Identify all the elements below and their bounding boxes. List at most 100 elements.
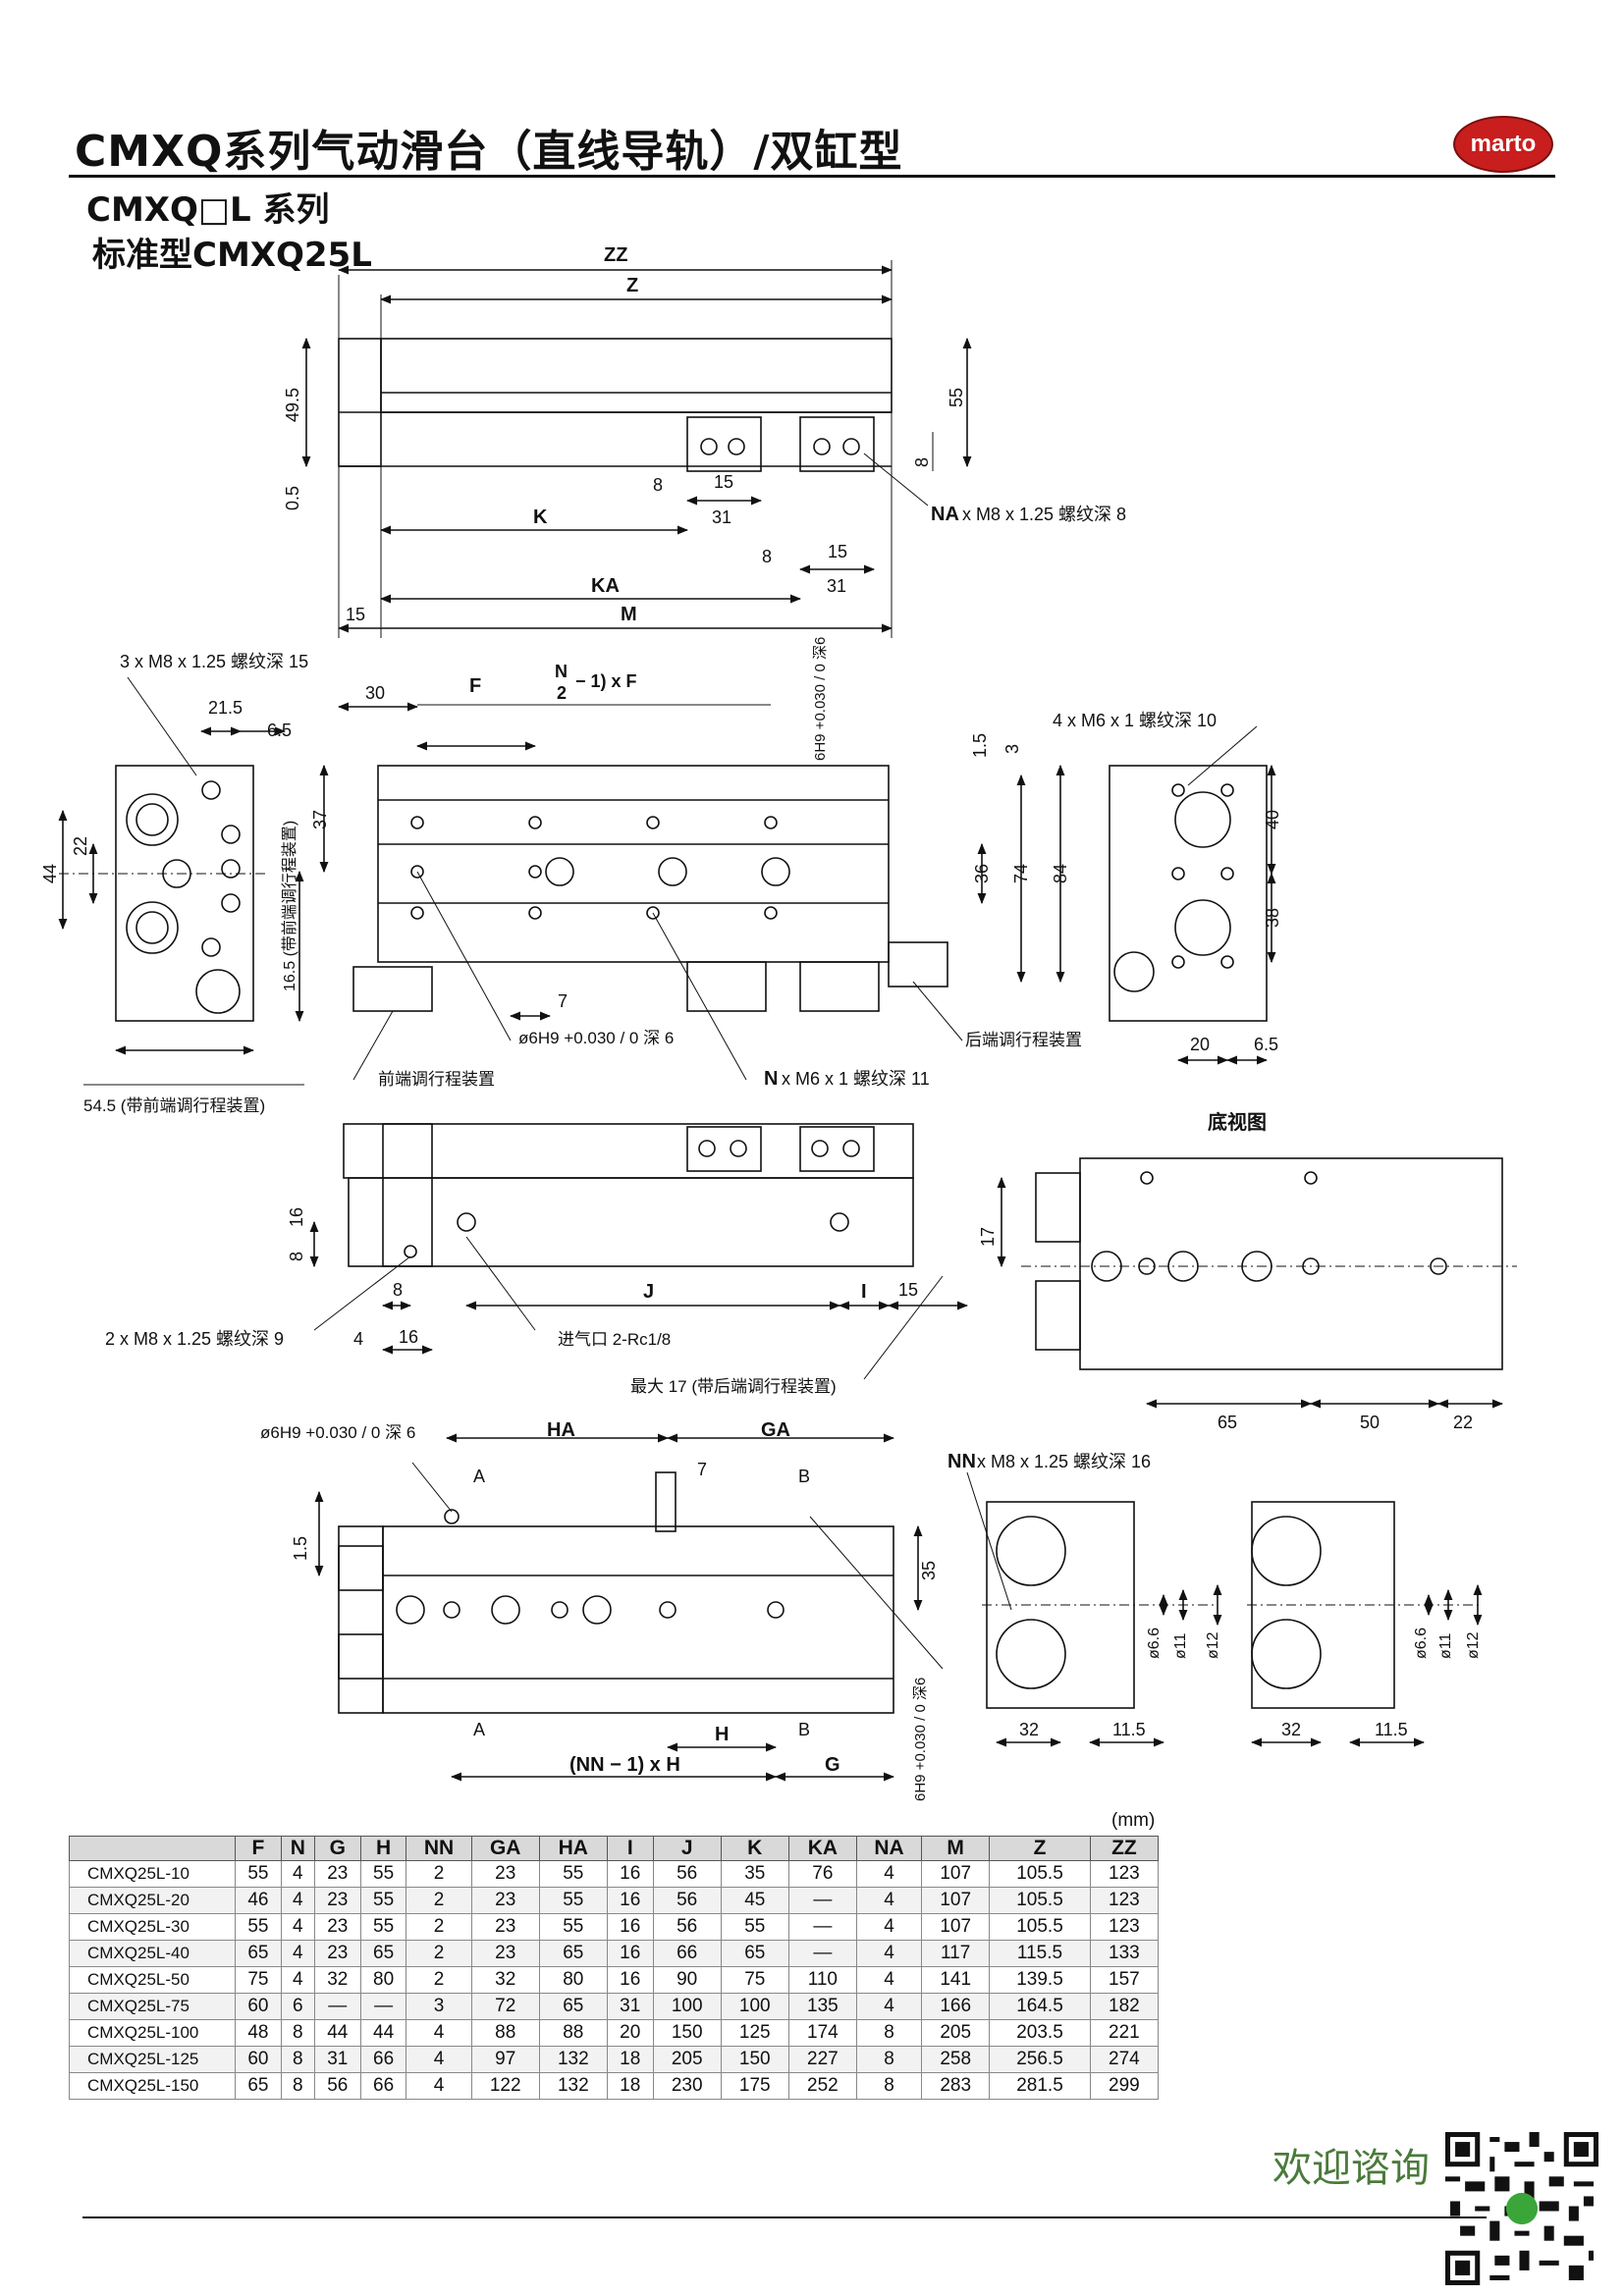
table-cell: 4 [855,1993,923,2020]
dim-12b: ø12 [1465,1631,1482,1659]
table-cell: 4 [855,1860,923,1888]
dim-17: 17 [978,1227,998,1247]
section-b-bottom: B [798,1720,810,1739]
dim-8e: 8 [393,1280,403,1300]
table-cell: 60 [235,1993,282,2020]
qr-code-icon [1445,2132,1598,2285]
table-cell: 97 [470,2046,540,2073]
unit-label: (mm) [1111,1810,1156,1831]
technical-drawing: ZZ Z K KA M NA F N 2 − 1) x F N J I HA G… [40,244,1517,1801]
table-cell: 281.5 [989,2072,1091,2100]
dim-n-frac-n: N [555,662,568,681]
table-cell: 23 [470,1940,540,1967]
table-cell: 88 [538,2019,608,2047]
h9-side-note: 6H9 +0.030 / 0 深6 [912,1678,929,1801]
dim-22: 22 [71,836,90,856]
table-header-cell: HA [538,1836,608,1861]
table-cell: 105.5 [989,1887,1091,1914]
table-cell: 45 [720,1887,789,1914]
front-end-view [58,676,304,1086]
welcome-text: 欢迎谘询 [1272,2146,1430,2191]
dim-0-5: 0.5 [283,486,302,510]
table-cell: 258 [921,2046,991,2073]
section-b-top: B [798,1467,810,1486]
table-cell: 100 [652,1993,722,2020]
table-cell: 88 [470,2019,540,2047]
table-header-cell: Z [989,1836,1091,1861]
dim-31a: 31 [712,507,731,527]
table-cell: 123 [1089,1913,1160,1941]
table-cell: 18 [606,2072,654,2100]
model-title: 标准型CMXQ25L [92,236,372,275]
table-cell: 205 [921,2019,991,2047]
table-cell: 203.5 [989,2019,1091,2047]
section-view [314,1433,944,1782]
model-cell: CMXQ25L-30 [69,1913,236,1941]
table-cell: 123 [1089,1887,1160,1914]
series-title: CMXQ□L 系列 [86,190,330,230]
model-cell: CMXQ25L-20 [69,1887,236,1914]
table-cell: 23 [313,1940,361,1967]
table-cell: 23 [313,1887,361,1914]
table-cell: 2 [406,1887,472,1914]
table-cell: 110 [787,1966,857,1994]
table-cell: 55 [538,1860,608,1888]
table-cell: 105.5 [989,1913,1091,1941]
dim-ha: HA [547,1419,575,1441]
table-cell: 44 [359,2019,407,2047]
table-cell: 65 [359,1940,407,1967]
dim-44: 44 [40,864,60,883]
rear-end-view [1109,725,1276,1065]
dim-21-5: 21.5 [208,698,243,718]
dim-z: Z [626,275,638,296]
table-cell: 8 [855,2019,923,2047]
table-cell: 141 [921,1966,991,1994]
table-cell: — [787,1913,857,1941]
table-cell: 2 [406,1860,472,1888]
lower-side-view [309,1123,1006,1380]
table-header-cell: M [921,1836,991,1861]
table-cell: 3 [406,1993,472,2020]
table-cell: 274 [1089,2046,1160,2073]
dim-zz: ZZ [604,244,627,266]
air-inlet-note: 进气口 2-Rc1/8 [558,1330,671,1349]
table-cell: 150 [652,2019,722,2047]
dim-20: 20 [1190,1035,1210,1054]
table-cell: 55 [235,1860,282,1888]
table-cell: 80 [359,1966,407,1994]
table-cell: 16 [606,1887,654,1914]
table-cell: 35 [720,1860,789,1888]
dim-12a: ø12 [1205,1631,1221,1659]
dim-1-5a: 1.5 [970,733,990,758]
table-cell: 107 [921,1860,991,1888]
table-cell: 23 [313,1860,361,1888]
dim-h: H [715,1724,729,1745]
dim-nnh: (NN − 1) x H [569,1754,680,1776]
main-elevation [295,702,1065,1081]
end-section-views [966,1471,1483,1747]
table-cell: 56 [313,2072,361,2100]
dim-ka: KA [591,575,620,597]
table-cell: 227 [787,2046,857,2073]
table-cell: 2 [406,1913,472,1941]
model-cell: CMXQ25L-10 [69,1860,236,1888]
table-cell: 90 [652,1966,722,1994]
table-header-cell: J [652,1836,722,1861]
table-cell: — [787,1940,857,1967]
table-cell: 55 [720,1913,789,1941]
model-cell: CMXQ25L-50 [69,1966,236,1994]
table-cell: 123 [1089,1860,1160,1888]
dim-50: 50 [1360,1413,1380,1432]
table-cell: 4 [280,1860,315,1888]
dim-6-6a: ø6.6 [1146,1628,1163,1659]
table-header-cell: KA [787,1836,857,1861]
dim-j: J [643,1281,654,1303]
table-cell: 31 [313,2046,361,2073]
dim-6-6b: ø6.6 [1413,1628,1430,1659]
model-cell: CMXQ25L-150 [69,2072,236,2100]
table-cell: 4 [406,2019,472,2047]
front-adj-vertical: 16.5 (带前端调行程装置) [281,821,298,991]
